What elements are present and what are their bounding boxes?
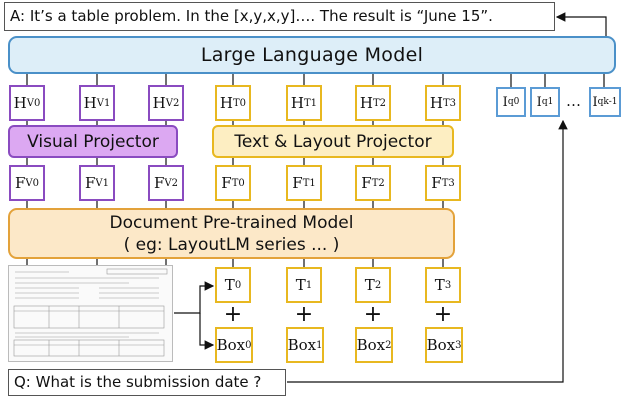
doc-to-box0-arrow [199,313,215,350]
document-image-sketch [13,268,168,357]
plus-sign-3: + [433,302,453,327]
llm-label: Large Language Model [200,44,424,66]
visual-projector-block: Visual Projector [8,125,178,158]
doc-model-title: Document Pre-trained Model [109,212,354,233]
question-arrow [287,119,568,383]
plus-sign-2: + [363,302,383,327]
text-layout-projector-label: Text & Layout Projector [234,131,432,152]
document-image-thumbnail [8,265,173,362]
plus-sign-0: + [223,302,243,327]
question-box: Q: What is the submission date ? [8,369,286,396]
plus-sign-1: + [294,302,314,327]
llm-h-links [26,74,605,267]
answer-box: A: It’s a table problem. In the [x,y,x,y… [4,2,555,31]
text-layout-projector-block: Text & Layout Projector [212,125,454,158]
doc-to-t0-arrow [174,281,215,314]
doc-model-subtitle: ( eg: LayoutLM series ... ) [123,234,340,255]
document-pretrained-model-block: Document Pre-trained Model ( eg: LayoutL… [8,208,455,259]
answer-text: A: It’s a table problem. In the [x,y,x,y… [10,7,493,25]
answer-arrow [555,12,607,36]
query-ellipsis: … [566,92,581,110]
visual-projector-label: Visual Projector [27,131,159,152]
question-text: Q: What is the submission date ? [14,373,262,391]
large-language-model-block: Large Language Model [8,36,616,74]
